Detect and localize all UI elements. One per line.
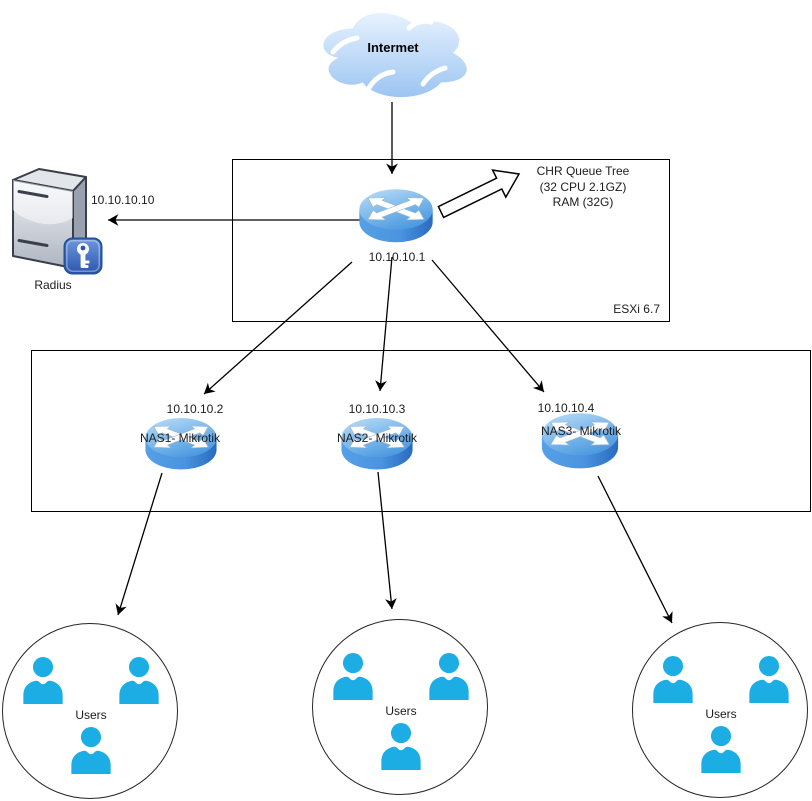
nas1-name: NAS1- Mikrotik [139, 431, 220, 445]
user-icon [381, 723, 421, 770]
chr-note: CHR Queue Tree (32 CPU 2.1GZ) RAM (32G) [503, 164, 663, 211]
user-icon [701, 726, 741, 773]
router-icon [341, 418, 413, 470]
nas3-ip: 10.10.10.4 [537, 401, 595, 415]
esxi-box-label: ESXi 6.7 [613, 302, 660, 316]
radius-server-ip: 10.10.10.10 [91, 193, 155, 207]
router-icon [145, 418, 217, 470]
esxi-container-box [232, 159, 670, 322]
edge-core-to-nas2 [375, 256, 393, 392]
user-icon [71, 727, 111, 774]
user-icon [119, 657, 159, 704]
users-label: Users [705, 707, 737, 721]
nas2-router-node [335, 415, 419, 471]
key-icon [63, 237, 103, 275]
edge-core-to-nas3 [431, 259, 545, 393]
edge-nas1-to-users1 [115, 472, 163, 616]
radius-server-node [11, 166, 103, 275]
router-icon [541, 413, 619, 469]
nas1-router-node [139, 415, 223, 471]
user-icon [23, 657, 63, 704]
user-icon [333, 653, 373, 700]
user-icon [653, 656, 693, 703]
cloud-icon [323, 13, 467, 98]
edge-nas2-to-users2 [377, 471, 397, 610]
nas2-ip: 10.10.10.3 [348, 402, 406, 416]
user-icon [749, 656, 789, 703]
chr-note-line2: (32 CPU 2.1GZ) [539, 179, 627, 194]
chr-block-arrow-icon [437, 169, 521, 219]
chr-note-line3: RAM (32G) [552, 195, 614, 209]
nas3-router-node [538, 410, 622, 470]
nas3-name: NAS3- Mikrotik [540, 424, 621, 438]
router-icon [359, 189, 433, 243]
users-label: Users [75, 708, 107, 722]
edge-nas3-to-users3 [597, 475, 673, 624]
user-icon [429, 653, 469, 700]
chr-note-line1: CHR Queue Tree [536, 164, 630, 178]
internet-label: Intermet [367, 40, 419, 55]
internet-cloud-node: Intermet [313, 4, 473, 102]
radius-server-label: Radius [34, 278, 72, 292]
users-group-3: Users [632, 622, 808, 798]
edge-core-to-nas1 [203, 261, 353, 395]
nas1-ip: 10.10.10.2 [166, 402, 224, 416]
core-router-node [357, 186, 435, 244]
users-label: Users [385, 704, 417, 718]
users-group-2: Users [312, 619, 488, 795]
nas-container-box [31, 350, 811, 512]
core-router-ip: 10.10.10.1 [368, 250, 426, 264]
nas2-name: NAS2- Mikrotik [336, 431, 417, 445]
users-group-1: Users [2, 623, 178, 799]
